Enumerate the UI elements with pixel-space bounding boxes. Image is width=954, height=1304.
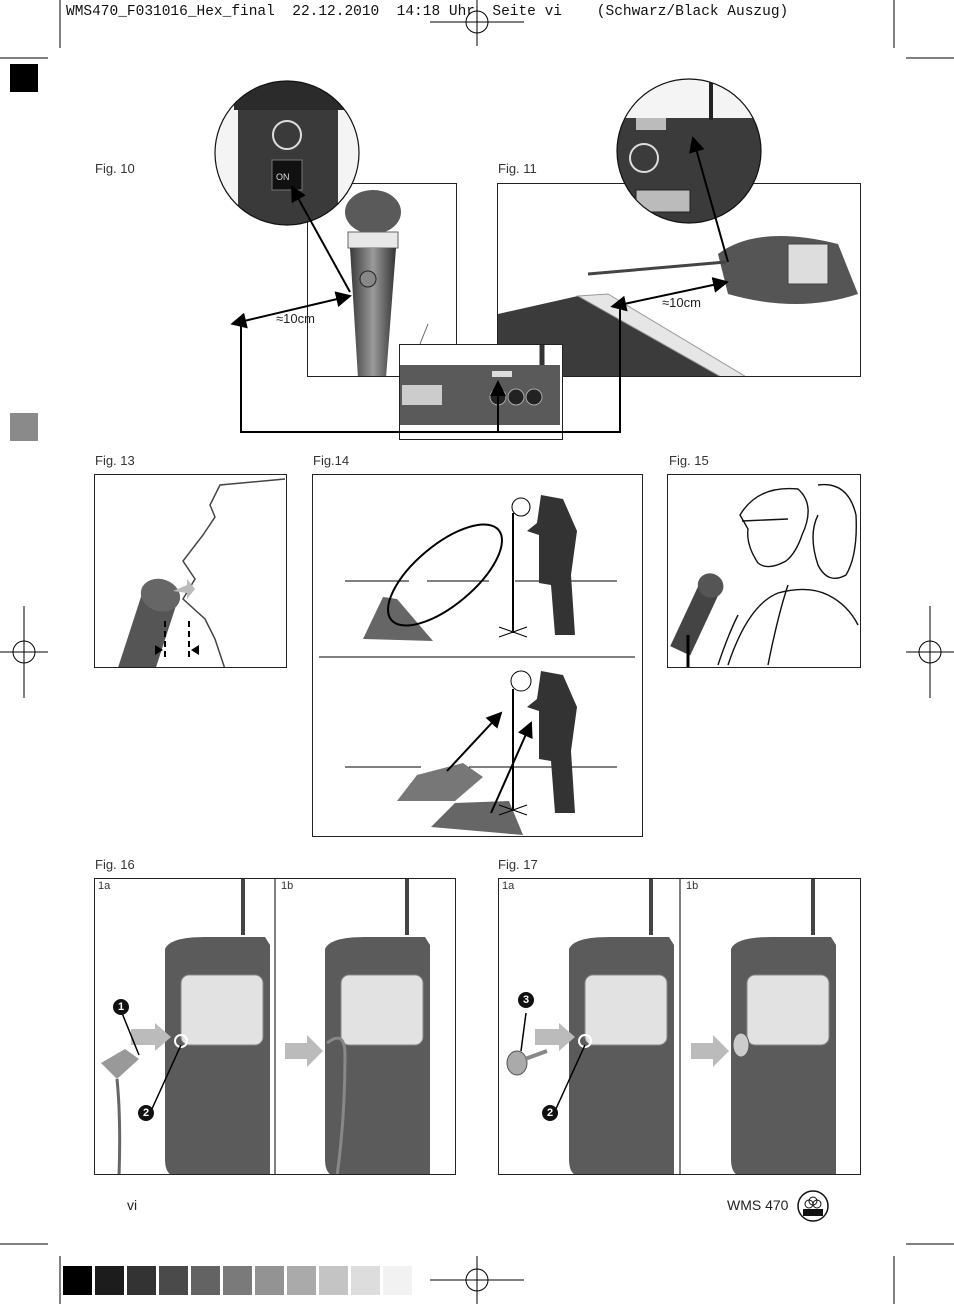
swatch-1 (63, 1266, 92, 1295)
print-header: WMS470_F031016_Hex_final 22.12.2010 14:1… (66, 4, 789, 20)
swatch-5 (191, 1266, 220, 1295)
fig17-panel-b-label: 1b (686, 880, 699, 892)
page-number: vi (127, 1197, 138, 1213)
singers-sketch-illustration (670, 483, 859, 667)
swatch-3 (127, 1266, 156, 1295)
fig16-panel-a-label: 1a (98, 880, 111, 892)
fig16-callout-2: 2 (138, 1105, 154, 1121)
fig17-label: Fig. 17 (498, 857, 538, 872)
fig14-label: Fig.14 (313, 453, 350, 468)
fig15-frame (667, 474, 861, 668)
fig17-callout-2: 2 (542, 1105, 558, 1121)
fig16-panel-b-label: 1b (281, 880, 294, 892)
fig13-frame (94, 474, 287, 668)
fig14-frame (312, 474, 643, 837)
fig11-detail-zoom (616, 78, 762, 224)
fig13-label: Fig. 13 (95, 453, 135, 468)
fig10-label: Fig. 10 (95, 161, 135, 176)
fig17-panel-a-label: 1a (502, 880, 515, 892)
fig17-frame (498, 878, 861, 1175)
fig16-frame (94, 878, 456, 1175)
receiver-illustration (400, 345, 560, 425)
swatch-7 (255, 1266, 284, 1295)
product-name: WMS 470 (727, 1197, 789, 1213)
fig16-bodypack-illustration (101, 879, 430, 1174)
swatch-6 (223, 1266, 252, 1295)
fig16-label: Fig. 16 (95, 857, 135, 872)
mic-near-face-illustration (115, 478, 286, 667)
handheld-mic-illustration (345, 190, 429, 376)
fig15-label: Fig. 15 (669, 453, 709, 468)
fig11-label: Fig. 11 (498, 161, 537, 176)
swatch-10 (351, 1266, 380, 1295)
fig10-detail-zoom: ON (214, 80, 360, 226)
svg-text:ON: ON (276, 172, 290, 182)
swatch-2 (95, 1266, 124, 1295)
fig17-bodypack-illustration (506, 879, 836, 1174)
receiver-panel (399, 344, 563, 440)
akg-logo (797, 1190, 829, 1222)
swatch-8 (287, 1266, 316, 1295)
fig16-callout-1: 1 (113, 999, 129, 1015)
swatch-11 (383, 1266, 412, 1295)
swatch-9 (319, 1266, 348, 1295)
fig17-callout-3: 3 (518, 992, 534, 1008)
swatch-4 (159, 1266, 188, 1295)
monitor-placement-illustration (319, 495, 635, 835)
